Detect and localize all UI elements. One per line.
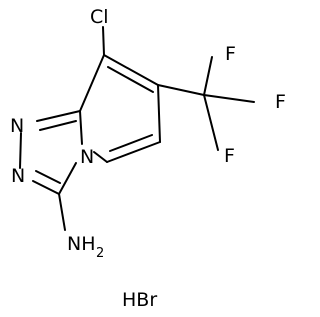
structure-svg: Cl F F F N N N NH 2 HBr bbox=[10, 6, 286, 311]
fluorine-top-label: F bbox=[225, 43, 236, 65]
bond-c3-nh2 bbox=[58, 193, 66, 231]
bond-cf3-f-bottom bbox=[203, 94, 219, 151]
bond-c8a-n1 bbox=[36, 110, 81, 122]
bond-n2-c3 bbox=[32, 180, 60, 195]
bond-n1-n2 bbox=[19, 132, 22, 169]
bond-c5-n4 bbox=[93, 151, 108, 163]
bonds bbox=[19, 26, 255, 231]
chlorine-label: Cl bbox=[90, 6, 109, 28]
bond-cf3-f-right bbox=[203, 94, 255, 103]
bond-c7-c6 bbox=[157, 84, 161, 143]
bond-cf3-f-top bbox=[203, 56, 213, 96]
bond-c8a-n1-inner bbox=[39, 120, 77, 131]
molecule-diagram: Cl F F F N N N NH 2 HBr bbox=[10, 6, 286, 311]
bond-c3-n4 bbox=[58, 162, 77, 195]
nitrogen-1-label: N bbox=[10, 115, 24, 137]
fluorine-bottom-label: F bbox=[224, 145, 235, 167]
amine-subscript: 2 bbox=[96, 246, 104, 261]
bond-c8-c7-inner bbox=[107, 66, 154, 93]
amine-label: NH bbox=[67, 233, 96, 255]
bond-c6-cf3 bbox=[157, 84, 205, 96]
bond-c8a-c8 bbox=[79, 54, 105, 112]
bond-n4-c8a bbox=[79, 110, 83, 145]
atom-labels: Cl F F F N N N NH 2 HBr bbox=[10, 6, 286, 311]
bond-c6-c5-inner bbox=[109, 134, 153, 152]
bond-c8-c7 bbox=[103, 54, 159, 86]
bond-c8-cl bbox=[102, 26, 105, 56]
fluorine-right-label: F bbox=[275, 91, 286, 113]
bond-n2-c3-inner bbox=[35, 170, 61, 184]
nitrogen-bridge-label: N bbox=[80, 146, 94, 168]
counter-ion-label: HBr bbox=[122, 289, 157, 311]
bond-c6-c5 bbox=[106, 141, 161, 163]
nitrogen-2-label: N bbox=[11, 165, 25, 187]
